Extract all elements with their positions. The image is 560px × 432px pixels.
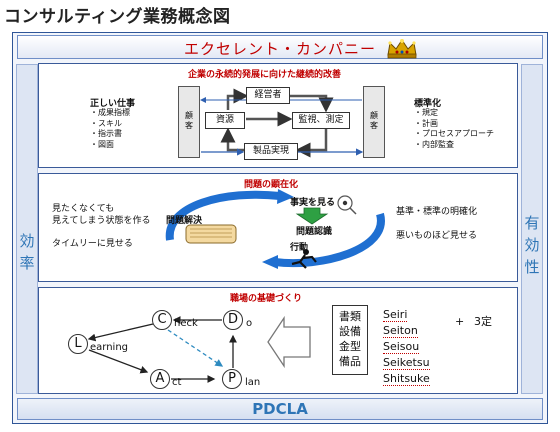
tape-measure-icon: [185, 224, 237, 244]
excellent-company-label: エクセレント・カンパニー: [183, 40, 376, 58]
panel1-title: 企業の永続的発展に向けた継続的改善: [188, 70, 342, 80]
cycle-arrowhead-top: [277, 189, 294, 204]
panel2-title: 問題の顕在化: [244, 180, 299, 190]
green-down-arrow: [295, 207, 329, 225]
see-facts-label: 事実を見る: [290, 198, 336, 208]
arrow-manager-to-monitor: [290, 94, 334, 113]
arrow-learning-to-act: [88, 349, 149, 374]
panel3-title: 職場の基礎づくり: [230, 294, 303, 304]
node-plan: P: [222, 369, 242, 389]
customer-left-box: [178, 86, 200, 158]
problem-solving-label: 問題解決: [166, 216, 203, 226]
correct-work-list: ・成果指標 ・スキル ・指示書 ・図面: [90, 108, 130, 149]
five-s-item: Shitsuke: [383, 372, 430, 386]
page-title: コンサルティング業務概念図: [4, 7, 231, 27]
bottom-bar: [17, 398, 543, 420]
node-learning-label: earning: [90, 342, 129, 353]
arrow-resources-to-manager: [226, 88, 249, 110]
node-act: A: [150, 369, 170, 389]
node-check-label: heck: [174, 318, 198, 329]
five-s-item: Seisou: [383, 340, 420, 354]
clarify-standards-text: 基準・標準の明確化: [396, 207, 478, 217]
product-realization-box: 製品実現: [244, 143, 298, 160]
plus-sign: +: [455, 315, 465, 328]
node-do: D: [223, 310, 243, 330]
five-s-list: Seiri Seiton Seisou Seiketsu Shitsuke: [383, 303, 430, 386]
manager-box: 経営者: [246, 87, 290, 104]
five-s-item: Seiton: [383, 324, 418, 338]
cycle-arc-top: [165, 190, 281, 241]
node-check: C: [152, 310, 172, 330]
right-side-bar: [521, 64, 543, 394]
three-fixed-label: 3定: [474, 315, 492, 328]
action-label: 行動: [290, 243, 309, 253]
five-s-item: Seiri: [383, 308, 408, 322]
top-bar: [17, 35, 543, 59]
running-person-icon: [291, 249, 317, 269]
visibility-text: 見たくなくても 見えてしまう状態を作る: [52, 204, 151, 226]
arrow-check-to-learning: [87, 323, 154, 342]
standardization-list: ・規定 ・計画 ・プロセスアプローチ ・内部監査: [414, 108, 494, 149]
timely-text: タイムリーに見せる: [52, 239, 133, 249]
effectiveness-label: 有効性: [524, 214, 540, 276]
problem-recognition-label: 問題認識: [296, 227, 333, 237]
customer-right-label: 顧客: [370, 111, 378, 130]
efficiency-label: 効率: [19, 232, 35, 272]
pdcla-label: PDCLA: [252, 400, 308, 418]
node-act-label: ct: [172, 377, 182, 388]
node-do-label: o: [246, 318, 253, 329]
resources-list-box: 書類 設備 金型 備品: [332, 305, 368, 375]
arrow-monitor-to-product: [295, 128, 328, 158]
monitor-measure-box: 監視、測定: [292, 112, 350, 129]
cycle-arc-bottom: [274, 212, 385, 268]
crown-icon: [387, 39, 417, 59]
customer-left-label: 顧客: [185, 111, 193, 130]
standardization-heading: 標準化: [414, 99, 442, 109]
show-bad-things-text: 悪いものほど見せる: [396, 231, 478, 241]
node-learning: L: [68, 334, 88, 354]
big-left-arrow: [267, 315, 311, 369]
resources-box: 資源: [205, 112, 245, 129]
cycle-arrowhead-bottom: [262, 255, 278, 269]
left-side-bar: [16, 64, 38, 394]
arrow-check-to-plan-dashed: [167, 329, 224, 367]
five-s-item: Seiketsu: [383, 356, 430, 370]
customer-right-box: [363, 86, 385, 158]
node-plan-label: lan: [245, 377, 261, 388]
correct-work-heading: 正しい仕事: [90, 99, 136, 109]
observer-icon: [337, 195, 357, 215]
